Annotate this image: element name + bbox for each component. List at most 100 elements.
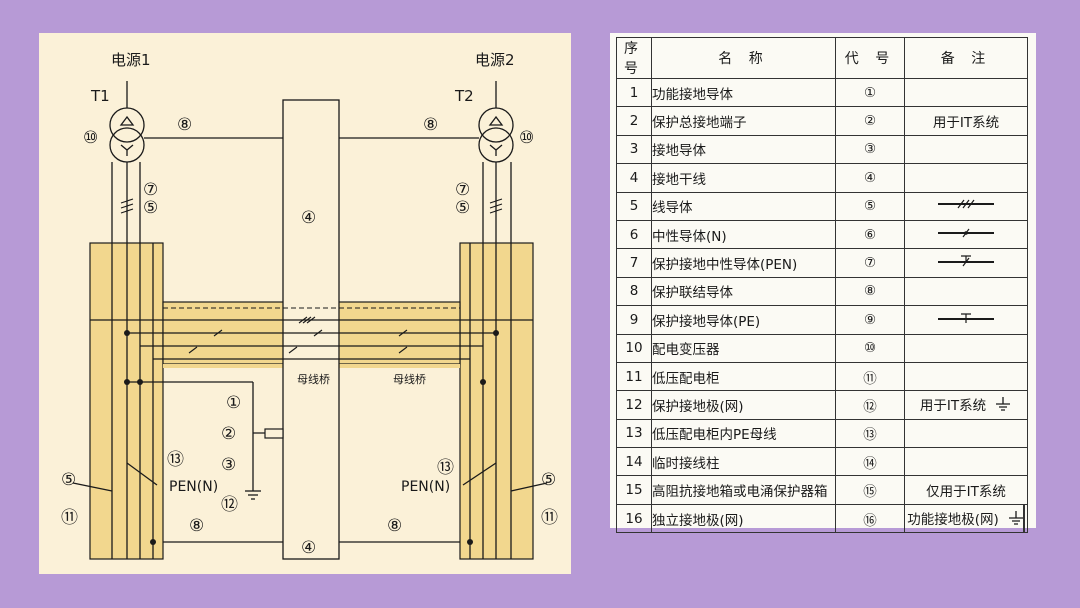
- legend-row-number: 15: [616, 475, 652, 505]
- source1-label: 电源1: [111, 51, 151, 69]
- legend-row-note: [904, 219, 1028, 250]
- legend-row-name: 功能接地导体: [651, 77, 836, 108]
- earthing-trunk-box: [282, 99, 340, 560]
- legend-row-note: [904, 163, 1028, 193]
- legend-row-code: ⑮: [835, 475, 905, 505]
- legend-row-code: ③: [835, 134, 905, 165]
- code-8-bottom-right: ⑧: [387, 516, 402, 536]
- legend-row-name: 保护接地中性导体(PEN): [651, 248, 836, 278]
- legend-row-name: 低压配电柜内PE母线: [651, 418, 836, 449]
- header-code: 代 号: [835, 37, 905, 79]
- code-4-bottom: ④: [301, 538, 316, 558]
- legend-row-code: ⑫: [835, 390, 905, 420]
- legend-row-name: 接地导体: [651, 134, 836, 165]
- code-5-bottom-right: ⑤: [541, 470, 556, 490]
- code-11-left: ⑪: [61, 508, 78, 528]
- legend-row-code: ⑦: [835, 248, 905, 278]
- code-7-left: ⑦: [143, 180, 158, 200]
- legend-row-code: ⑬: [835, 418, 905, 449]
- legend-row-number: 6: [616, 219, 652, 250]
- wiring-diagram-panel: 电源1 电源2 T1 T2 母线桥 母线桥 PEN(N) PEN(N) ⑧ ⑧ …: [39, 33, 571, 574]
- code-13-left: ⑬: [167, 450, 184, 470]
- legend-row-name: 独立接地极(网): [651, 503, 836, 534]
- legend-row-name: 保护接地极(网): [651, 390, 836, 420]
- header-no: 序号: [616, 37, 652, 79]
- table-edge-mark: [1013, 504, 1025, 533]
- legend-row-code: ⑤: [835, 191, 905, 221]
- transformer-t2-icon: [478, 107, 514, 163]
- legend-row-number: 5: [616, 191, 652, 221]
- legend-row-code: ①: [835, 77, 905, 108]
- code-7-right: ⑦: [455, 180, 470, 200]
- legend-row-name: 接地干线: [651, 163, 836, 193]
- legend-row-code: ⑯: [835, 503, 905, 534]
- legend-row-number: 14: [616, 447, 652, 477]
- code-5-right: ⑤: [455, 198, 470, 218]
- legend-row-note: [904, 134, 1028, 165]
- legend-row-name: 保护接地导体(PE): [651, 305, 836, 335]
- legend-row-note: 用于IT系统: [904, 390, 1028, 420]
- legend-row-name: 线导体: [651, 191, 836, 221]
- legend-row-number: 16: [616, 503, 652, 534]
- legend-row-code: ⑧: [835, 276, 905, 307]
- legend-row-code: ④: [835, 163, 905, 193]
- legend-row-note: [904, 248, 1028, 278]
- legend-row-code: ⑩: [835, 333, 905, 363]
- legend-row-code: ⑭: [835, 447, 905, 477]
- wiring-diagram: 电源1 电源2 T1 T2 母线桥 母线桥 PEN(N) PEN(N) ⑧ ⑧ …: [61, 51, 558, 560]
- code-1: ①: [226, 393, 241, 413]
- legend-row-number: 3: [616, 134, 652, 165]
- earth-icon: [994, 396, 1012, 416]
- header-note: 备 注: [904, 37, 1028, 79]
- legend-row-name: 中性导体(N): [651, 219, 836, 250]
- code-8-top-right: ⑧: [423, 115, 438, 135]
- header-name: 名 称: [651, 37, 836, 79]
- legend-row-number: 12: [616, 390, 652, 420]
- legend-row-code: ⑥: [835, 219, 905, 250]
- code-8-top-left: ⑧: [177, 115, 192, 135]
- legend-row-number: 8: [616, 276, 652, 307]
- neutral-conductor-icon: [936, 227, 996, 243]
- busbar-bridge-label-left: 母线桥: [297, 372, 330, 386]
- legend-row-note-text: 仅用于IT系统: [926, 484, 1006, 501]
- legend-row-name: 临时接线柱: [651, 447, 836, 477]
- legend-row-number: 7: [616, 248, 652, 278]
- transformer-t1-icon: [109, 107, 145, 163]
- legend-row-number: 11: [616, 361, 652, 392]
- legend-row-number: 2: [616, 106, 652, 136]
- code-5-left: ⑤: [143, 198, 158, 218]
- legend-header-row: 序号 名 称 代 号 备 注: [616, 37, 1028, 79]
- code-13-right: ⑬: [437, 458, 454, 478]
- pen-label-right: PEN(N): [401, 479, 450, 495]
- earth-icon: [1007, 510, 1025, 530]
- code-2: ②: [221, 424, 236, 444]
- legend-row-code: ⑨: [835, 305, 905, 335]
- legend-row-number: 13: [616, 418, 652, 449]
- legend-row-note: [904, 276, 1028, 307]
- legend-row-note: [904, 305, 1028, 335]
- line-conductor-icon: [936, 198, 996, 214]
- code-5-bottom-left: ⑤: [61, 470, 76, 490]
- legend-row-number: 1: [616, 77, 652, 108]
- legend-row-name: 配电变压器: [651, 333, 836, 363]
- legend-row-note: [904, 191, 1028, 221]
- legend-row-number: 9: [616, 305, 652, 335]
- code-10-left: ⑩: [83, 128, 98, 148]
- legend-row-note: 功能接地极(网): [904, 503, 1028, 534]
- legend-row-note-text: 用于IT系统: [919, 397, 987, 414]
- legend-row-code: ⑪: [835, 361, 905, 392]
